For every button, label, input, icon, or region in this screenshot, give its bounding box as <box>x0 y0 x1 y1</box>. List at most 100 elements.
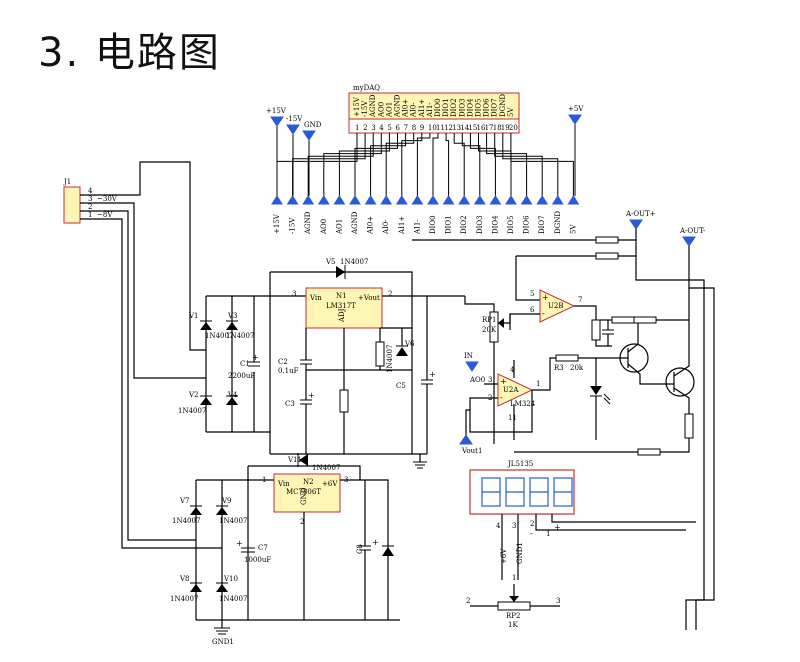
svg-text:1: 1 <box>512 574 516 582</box>
mydaq-pin-label: DIO7 <box>491 98 499 117</box>
mydaq-pin-number: 15 <box>468 124 477 132</box>
diode-v6: V6 1N4007 <box>386 340 415 373</box>
svg-text:5: 5 <box>530 290 534 298</box>
svg-text:GND1: GND1 <box>212 638 234 646</box>
diode-v10: V10 1N4007 <box>216 575 247 603</box>
mydaq-pin-label: AI1- <box>426 102 434 118</box>
rail-plus15-label: +15V <box>266 107 287 115</box>
mydaq-pin-label: -15V <box>361 100 369 117</box>
mydaq-bottom-label: 5V <box>569 224 577 234</box>
mydaq-bottom-label: DGND <box>554 211 562 234</box>
j1-net-8v: ~8V <box>97 211 113 219</box>
mydaq-wire <box>385 133 415 196</box>
mydaq-bottom-label: DIO5 <box>507 215 515 234</box>
svg-text:V2: V2 <box>188 391 199 399</box>
svg-text:3: 3 <box>556 597 560 605</box>
mydaq-terminal <box>442 195 455 205</box>
mydaq-pin-label: DIO2 <box>450 98 458 117</box>
svg-text:-: - <box>530 529 533 538</box>
svg-text:4: 4 <box>496 522 501 530</box>
mydaq-terminal <box>505 195 517 205</box>
mydaq-bottom-label: +15V <box>273 213 281 234</box>
svg-text:4: 4 <box>510 366 515 374</box>
rail-gnd: GND <box>302 121 322 141</box>
mydaq-bottom-label: DIO2 <box>460 215 468 234</box>
mydaq-bottom-label: AGND <box>304 211 312 235</box>
svg-text:A-OUT-: A-OUT- <box>679 227 706 235</box>
opamp-u2a: U2A LM324 3 2 1 4 11 + - <box>488 366 540 422</box>
gnd1-symbol: GND1 <box>212 620 234 646</box>
svg-text:1K: 1K <box>508 621 518 629</box>
svg-text:1N4007: 1N4007 <box>219 595 247 603</box>
regulator-n1: Vin +Vout N1 LM317T ADJ 3 2 <box>292 287 392 329</box>
mydaq-wire <box>486 133 528 196</box>
mydaq-terminal <box>536 195 549 205</box>
mydaq-terminal <box>302 195 315 205</box>
mydaq-wire <box>338 133 390 196</box>
svg-text:2: 2 <box>300 518 304 526</box>
svg-text:11: 11 <box>508 414 517 422</box>
svg-text:+: + <box>372 538 379 547</box>
net-vout1: Vout1 <box>459 434 482 455</box>
capacitor-c5: C5 + <box>396 370 436 390</box>
display-6v-label: +6V <box>500 548 508 564</box>
svg-text:+: + <box>554 523 561 532</box>
svg-text:-: - <box>500 393 503 402</box>
mydaq-pin-number: 11 <box>436 124 445 132</box>
diode-v7: V7 1N4007 <box>172 497 202 525</box>
svg-text:+: + <box>252 353 259 362</box>
opamp-u2b: U2B 5 6 7 + - <box>530 289 582 323</box>
mydaq-connector: myDAQ +15V1-15V2AGND3AO04AO15AGND6AI0+7A… <box>348 84 520 134</box>
mydaq-wire <box>416 133 431 196</box>
svg-text:V6: V6 <box>404 340 415 348</box>
svg-text:-: - <box>542 309 545 318</box>
diode-v5: V5 1N4007 <box>325 258 368 279</box>
mydaq-terminal <box>271 195 283 205</box>
j1-pin1: 1 <box>88 211 92 219</box>
svg-text:+: + <box>500 377 507 386</box>
rail-minus15-label: -15V <box>286 115 303 123</box>
svg-text:V7: V7 <box>179 497 190 505</box>
mydaq-bottom-label: -15V <box>289 217 297 234</box>
svg-text:3: 3 <box>292 290 296 298</box>
capacitor-c3: C3 + <box>285 364 315 454</box>
mydaq-terminal <box>473 195 486 205</box>
mydaq-pin-number: 3 <box>371 124 375 132</box>
mydaq-pin-label: DGND <box>499 94 507 117</box>
mydaq-pin-number: 17 <box>485 124 494 132</box>
mydaq-wire <box>461 133 481 196</box>
svg-text:1N4007: 1N4007 <box>219 517 247 525</box>
svg-text:V9: V9 <box>221 497 232 505</box>
mydaq-terminal <box>427 195 439 205</box>
svg-text:+: + <box>542 293 549 302</box>
mydaq-pin-label: +15V <box>353 96 361 117</box>
mydaq-pin-number: 5 <box>387 124 391 132</box>
svg-text:V5: V5 <box>325 258 336 266</box>
svg-text:V1: V1 <box>188 312 199 320</box>
svg-text:1N4007: 1N4007 <box>172 517 200 525</box>
svg-text:1N4007: 1N4007 <box>312 464 340 472</box>
mydaq-wire <box>370 133 407 196</box>
mydaq-wire <box>401 133 423 196</box>
mydaq-terminal <box>395 195 408 205</box>
mydaq-bottom-label: DIO4 <box>491 215 499 234</box>
ground-symbol <box>413 454 427 469</box>
mydaq-pin-label: DIO4 <box>466 98 474 117</box>
mydaq-pin-number: 7 <box>404 124 408 132</box>
j1-net-30v: ~30V <box>97 195 118 203</box>
rail-gnd-label: GND <box>304 121 322 129</box>
svg-text:2200uF: 2200uF <box>228 372 255 380</box>
diode-v11: V11 1N4007 <box>287 453 340 472</box>
svg-text:Vin: Vin <box>309 294 322 302</box>
svg-text:1N4007: 1N4007 <box>205 332 233 340</box>
capacitor-c8: C8 + <box>356 538 379 554</box>
svg-text:+Vout: +Vout <box>358 294 380 302</box>
mydaq-pin-label: AI1+ <box>418 99 426 118</box>
pot-rp1: RP1 20K <box>482 311 504 343</box>
connector-j1: J1 4 3 2 1 ~30V ~8V <box>63 178 118 224</box>
mydaq-bottom-label: AO0 <box>320 219 328 235</box>
mydaq-pin-label: AO0 <box>377 102 385 118</box>
svg-text:+: + <box>308 391 315 400</box>
svg-text:20K: 20K <box>482 326 497 334</box>
